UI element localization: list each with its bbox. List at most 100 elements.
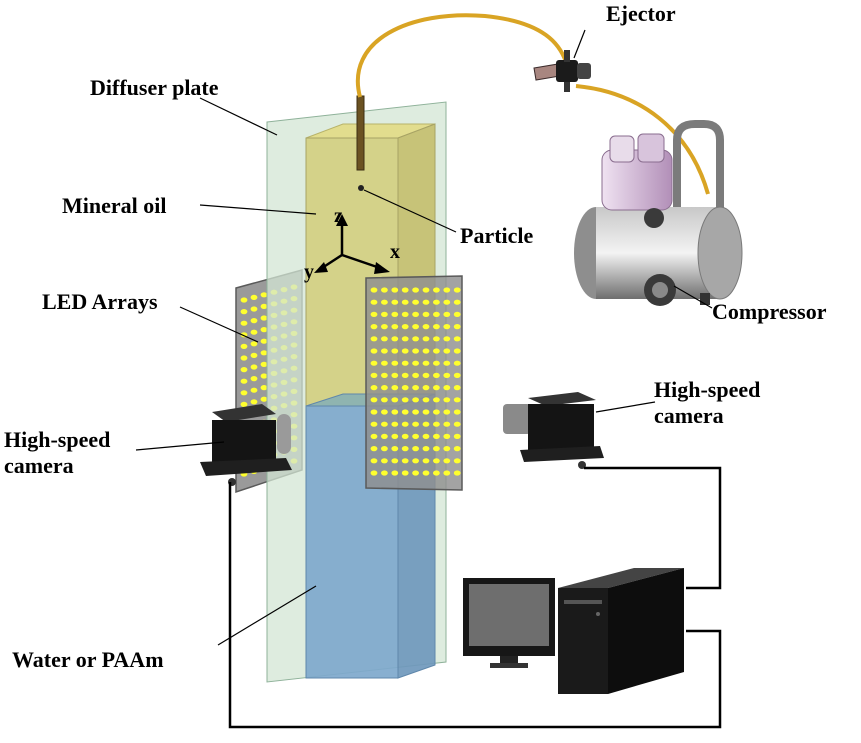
camera-left-base bbox=[200, 458, 292, 476]
right-led-dot bbox=[443, 360, 451, 366]
compressor-handle bbox=[673, 120, 724, 224]
right-led-dot bbox=[422, 299, 430, 305]
right-led-dot bbox=[453, 311, 461, 317]
label-mineral-oil: Mineral oil bbox=[62, 193, 167, 218]
ejector-port-bottom bbox=[564, 82, 570, 92]
left-led-dot bbox=[240, 367, 248, 373]
leader-camera-left bbox=[135, 441, 225, 451]
right-led-dot bbox=[391, 470, 399, 476]
right-led-dot bbox=[381, 324, 388, 330]
right-led-dot bbox=[381, 336, 388, 342]
z-axis-head bbox=[336, 214, 348, 226]
camera-right-lens bbox=[503, 404, 531, 434]
right-led-dot bbox=[412, 458, 419, 464]
leader-diffuser bbox=[199, 97, 278, 136]
tower-front bbox=[558, 588, 608, 694]
label-ejector: Ejector bbox=[606, 1, 676, 26]
label-camera-right-line1: High-speed bbox=[654, 377, 761, 402]
high-speed-camera-left bbox=[200, 404, 292, 486]
right-led-dot bbox=[391, 287, 399, 293]
left-led-dot bbox=[260, 361, 268, 367]
right-led-dot bbox=[453, 360, 461, 366]
particle-dot bbox=[358, 185, 364, 191]
left-led-dot bbox=[250, 341, 258, 347]
left-led-dot bbox=[240, 297, 248, 303]
right-led-dot bbox=[381, 348, 388, 354]
right-led-dot bbox=[433, 348, 440, 354]
ejector-tube bbox=[356, 13, 568, 98]
axis-label-x: x bbox=[390, 241, 400, 263]
label-compressor: Compressor bbox=[712, 299, 827, 324]
right-led-dot bbox=[433, 372, 440, 378]
right-led-dot bbox=[422, 458, 430, 464]
tower-drive-bay bbox=[564, 600, 602, 604]
right-led-dot bbox=[422, 433, 430, 439]
compressor-foot bbox=[700, 293, 710, 305]
right-led-dot bbox=[370, 397, 378, 403]
left-led-dot bbox=[260, 373, 268, 379]
right-led-dot bbox=[443, 324, 451, 330]
left-led-dot bbox=[250, 329, 258, 335]
right-led-dot bbox=[453, 458, 461, 464]
right-led-dot bbox=[412, 446, 419, 452]
right-led-dot bbox=[412, 299, 419, 305]
compressor-tube bbox=[575, 84, 710, 195]
led-dots-right bbox=[370, 287, 461, 476]
right-led-dot bbox=[401, 421, 409, 427]
right-led-dot bbox=[412, 409, 419, 415]
left-led-dot bbox=[260, 292, 268, 298]
right-led-dot bbox=[453, 299, 461, 305]
tower-top bbox=[558, 568, 684, 588]
right-led-dot bbox=[401, 348, 409, 354]
right-led-dot bbox=[422, 421, 430, 427]
right-led-dot bbox=[391, 446, 399, 452]
right-led-dot bbox=[370, 409, 378, 415]
camera-left-top bbox=[212, 404, 276, 422]
label-camera-right-line2: camera bbox=[654, 403, 724, 428]
left-led-dot bbox=[240, 309, 248, 315]
compressor-cylinder-left bbox=[609, 135, 635, 163]
right-led-dot bbox=[370, 372, 378, 378]
left-led-dot bbox=[240, 320, 248, 326]
right-led-dot bbox=[381, 299, 388, 305]
right-led-dot bbox=[443, 397, 451, 403]
right-led-dot bbox=[422, 311, 430, 317]
camera-right-body bbox=[528, 404, 594, 452]
left-led-dot bbox=[260, 338, 268, 344]
high-speed-camera-right bbox=[503, 392, 604, 469]
right-led-dot bbox=[370, 336, 378, 342]
right-led-dot bbox=[453, 372, 461, 378]
right-led-dot bbox=[391, 336, 399, 342]
left-led-dot bbox=[260, 303, 268, 309]
camera-left-lens bbox=[277, 414, 291, 454]
coordinate-axes bbox=[314, 214, 390, 274]
right-led-dot bbox=[422, 287, 430, 293]
ejector-body bbox=[556, 60, 578, 82]
pressure-gauge bbox=[644, 208, 664, 228]
leader-particle bbox=[363, 189, 457, 233]
left-led-dot bbox=[240, 343, 248, 349]
monitor-stand bbox=[500, 656, 518, 664]
leader-water bbox=[217, 585, 317, 646]
right-led-dot bbox=[453, 348, 461, 354]
data-cables bbox=[228, 466, 722, 729]
right-led-dot bbox=[443, 409, 451, 415]
right-led-dot bbox=[381, 385, 388, 391]
right-led-dot bbox=[401, 360, 409, 366]
leader-led bbox=[179, 306, 259, 343]
leader-mineral-oil bbox=[199, 204, 317, 215]
right-led-dot bbox=[453, 409, 461, 415]
right-led-dot bbox=[433, 409, 440, 415]
right-led-dot bbox=[391, 421, 399, 427]
label-camera-left-line2: camera bbox=[4, 453, 74, 478]
right-led-dot bbox=[443, 385, 451, 391]
right-led-dot bbox=[453, 446, 461, 452]
right-led-dot bbox=[453, 421, 461, 427]
right-led-dot bbox=[401, 446, 409, 452]
right-led-dot bbox=[381, 311, 388, 317]
right-led-dot bbox=[412, 385, 419, 391]
computer-tower bbox=[558, 568, 684, 694]
right-led-dot bbox=[401, 372, 409, 378]
right-led-dot bbox=[391, 299, 399, 305]
right-led-dot bbox=[453, 470, 461, 476]
